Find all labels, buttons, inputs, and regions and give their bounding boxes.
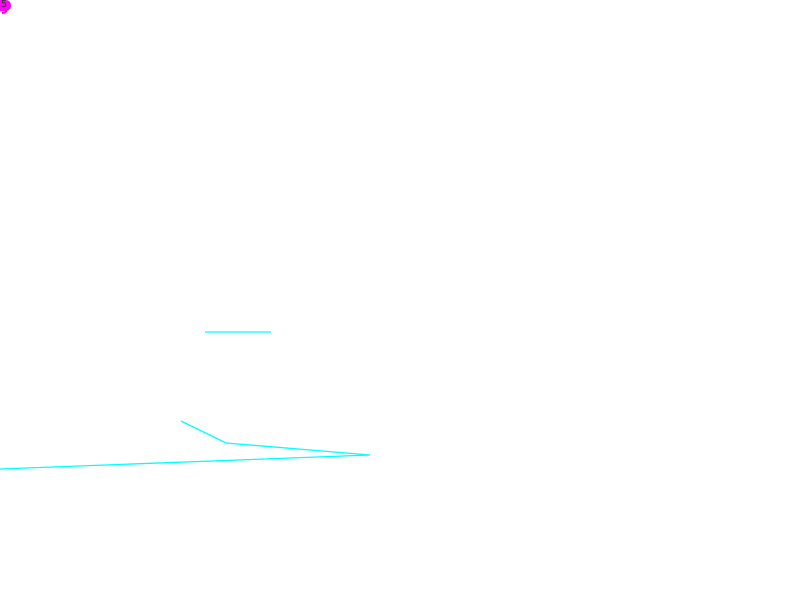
marker-tail: [2, 9, 8, 14]
marker-shape: [0, 0, 11, 11]
marker-badge: 5: [0, 0, 11, 14]
polyline-shape: [0, 420, 371, 470]
marker-label: 5: [1, 0, 8, 10]
